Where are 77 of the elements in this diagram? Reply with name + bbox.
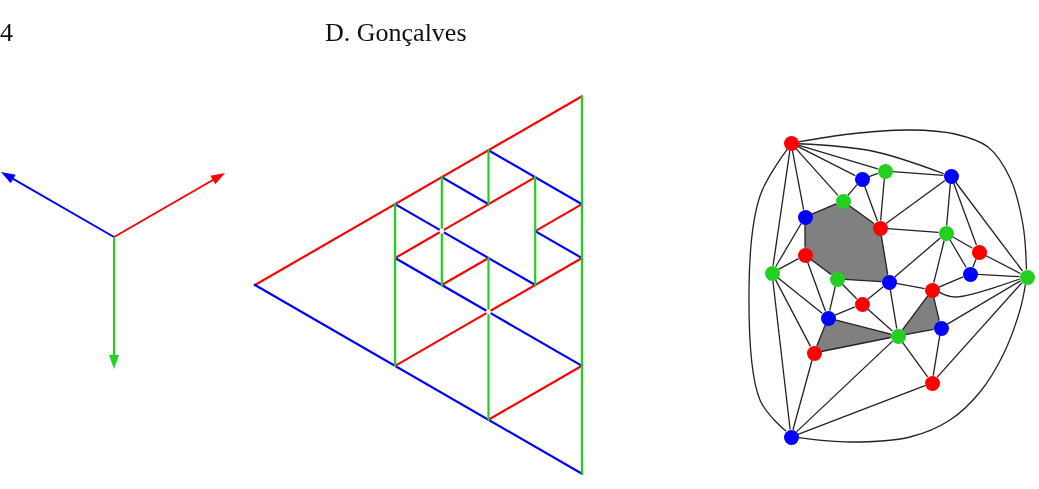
graph-edge	[795, 340, 894, 433]
graph-vertex	[971, 244, 987, 260]
graph-edge	[772, 279, 791, 431]
graph-vertex	[806, 345, 822, 361]
graph-edge	[777, 257, 800, 271]
graph-edge	[829, 285, 836, 312]
graph-edge	[792, 359, 813, 431]
graph-edge	[867, 286, 884, 300]
graph-edge	[889, 288, 898, 330]
graph-edge	[841, 283, 858, 300]
graph-edge	[863, 185, 879, 222]
graph-vertex	[797, 209, 813, 225]
graph-edge	[797, 283, 1027, 443]
graph-vertex	[877, 163, 893, 179]
graph-edge	[843, 278, 883, 283]
graph-edge	[885, 179, 946, 225]
graph-edge	[797, 143, 945, 175]
graph-vertex	[1019, 269, 1035, 285]
graph-edge	[938, 276, 964, 288]
graph-edge	[951, 236, 974, 249]
graph-edge	[880, 234, 889, 276]
graph-edge	[933, 239, 945, 284]
graph-edge	[949, 238, 967, 269]
graph-edge	[866, 308, 894, 332]
graph-edge	[952, 182, 978, 246]
graph-edge	[804, 223, 806, 249]
graph-edge	[795, 147, 839, 197]
graph-vertex	[783, 429, 799, 445]
graph-edge	[886, 227, 940, 234]
graph-edge	[834, 319, 892, 335]
graph-edge	[848, 204, 875, 225]
graph-edge	[810, 258, 832, 276]
graph-vertex	[943, 168, 959, 184]
graph-edge	[834, 306, 856, 316]
graph-edge	[880, 177, 885, 222]
graph-edge	[901, 295, 929, 331]
graph-edge	[938, 278, 1021, 298]
graph-edge	[904, 328, 935, 336]
graph-vertex	[854, 296, 870, 312]
graph-edge	[777, 277, 823, 314]
graph-edge	[791, 149, 805, 211]
graph-vertex	[854, 171, 870, 187]
graph-edge	[936, 281, 1023, 379]
graph-edge	[797, 385, 926, 435]
graph-edge	[972, 258, 977, 268]
graph-edge	[976, 273, 1021, 278]
graph-edge	[820, 336, 892, 353]
graph-edge	[868, 172, 879, 178]
graph-vertex	[924, 282, 940, 298]
author-name: D. Gonçalves	[325, 20, 467, 46]
graph-vertex	[820, 310, 836, 326]
graph-edge	[954, 181, 1024, 272]
graph-edge	[797, 145, 856, 177]
graph-vertex	[938, 225, 954, 241]
graph-edge	[797, 129, 1028, 271]
graph-edge	[932, 334, 941, 377]
graph-edge	[811, 203, 837, 215]
graph-edge	[985, 254, 1021, 275]
graph-edge	[895, 282, 926, 290]
graph-vertex	[783, 135, 799, 151]
graph-edge	[748, 148, 788, 432]
graph-edge	[775, 222, 802, 268]
graph-edge	[772, 149, 791, 267]
graph-edge	[797, 144, 879, 170]
graph-vertex	[924, 375, 940, 391]
graph-edge	[946, 280, 1022, 325]
page-number: 4	[0, 20, 13, 46]
graph-edge	[816, 324, 826, 347]
graph-vertex	[764, 265, 780, 281]
graph-edge	[891, 170, 945, 177]
graph-edge	[806, 261, 827, 312]
graph-edge	[946, 182, 951, 227]
graph-edge	[901, 341, 929, 378]
graph-edge	[933, 296, 940, 322]
graph-edge	[774, 279, 812, 347]
graph-vertex	[962, 266, 978, 282]
graph-edge	[894, 237, 941, 278]
